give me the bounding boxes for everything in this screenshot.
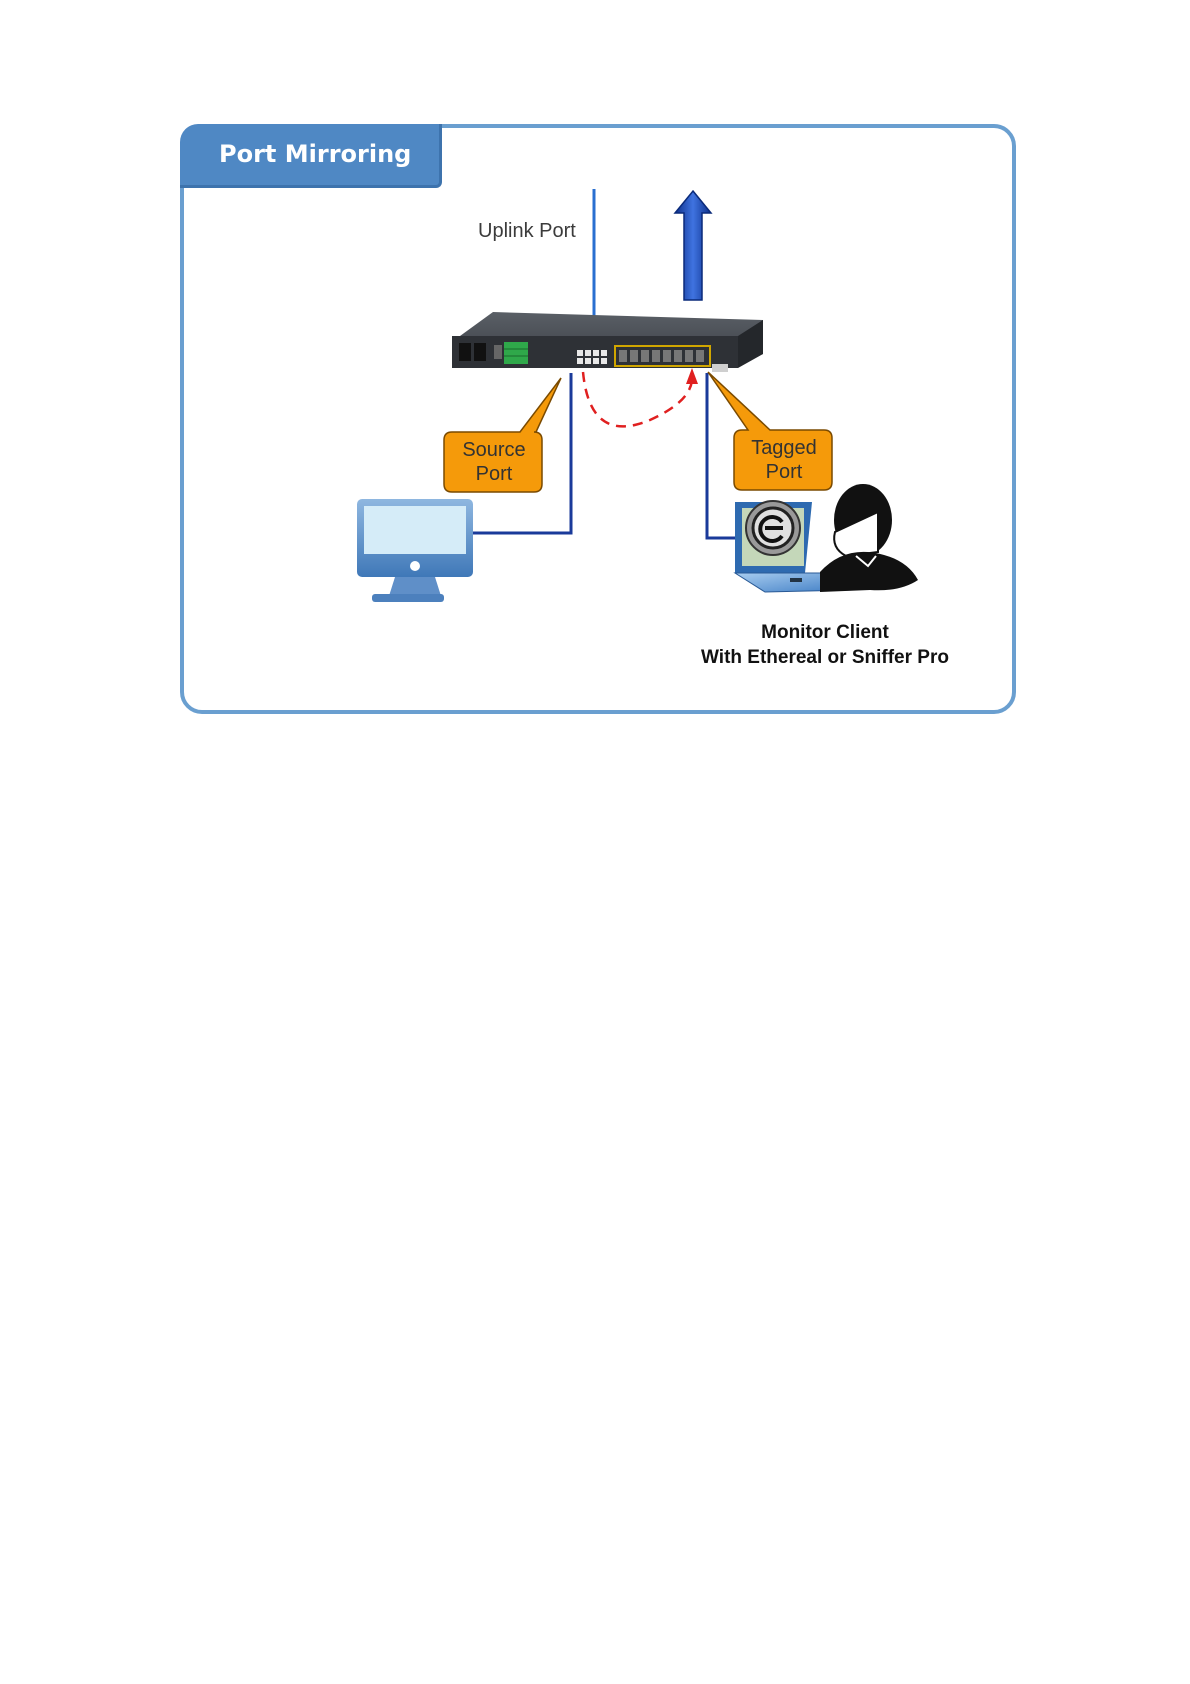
monitor-client-caption: Monitor Client With Ethereal or Sniffer … xyxy=(682,620,968,670)
switch-icon xyxy=(452,312,763,372)
mirror-arrowhead-icon xyxy=(686,368,698,384)
tagged-port-label: Tagged Port xyxy=(734,436,834,484)
uplink-port-label: Uplink Port xyxy=(478,219,576,243)
mirror-path xyxy=(583,372,692,426)
monitor-client-line1: Monitor Client xyxy=(682,620,968,645)
monitor-client-line2: With Ethereal or Sniffer Pro xyxy=(682,645,968,670)
person-icon xyxy=(820,484,918,592)
source-port-label: Source Port xyxy=(444,438,544,486)
desktop-monitor-icon xyxy=(357,499,473,602)
uplink-arrow-icon xyxy=(675,191,711,300)
